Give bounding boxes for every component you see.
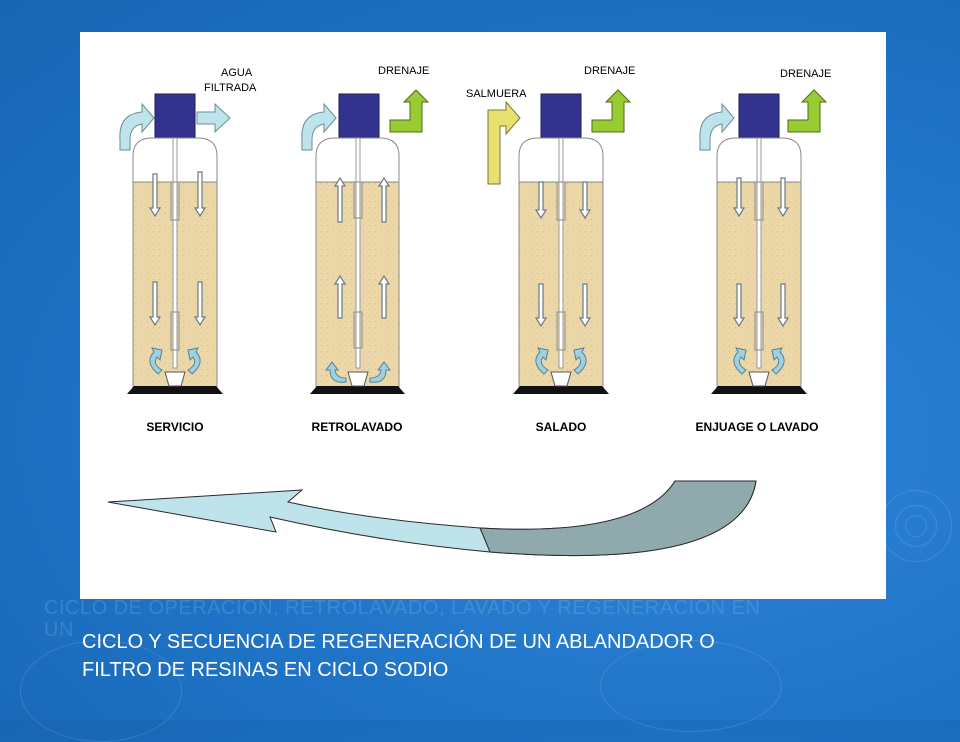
flow-arrows [333, 176, 391, 349]
slide-caption: CICLO Y SECUENCIA DE REGENERACIÓN DE UN … [82, 628, 862, 684]
label-drenaje: DRENAJE [378, 65, 429, 77]
flow-arrows [732, 177, 790, 351]
brine-arrow-icon [487, 100, 521, 185]
swirl-arrows [535, 347, 587, 375]
column-servicio: AGUA FILTRADA SERVICIO [119, 67, 257, 434]
column-salado: SALMUERA DRENAJE SALADO [466, 65, 635, 434]
label-agua: AGUA [221, 67, 253, 79]
swirl-arrows [733, 347, 785, 375]
drain-arrow-icon [389, 89, 430, 133]
water-ripple [905, 515, 927, 537]
softener-cycle-diagram: AGUA FILTRADA SERVICIO DRENAJE RETROLAVA… [107, 65, 832, 557]
label-salmuera: SALMUERA [466, 88, 527, 100]
label-drenaje: DRENAJE [584, 65, 635, 77]
caption-line: CICLO Y SECUENCIA DE REGENERACIÓN DE UN … [82, 631, 715, 653]
stage-label-retrolavado: RETROLAVADO [312, 420, 403, 434]
riser-tube [172, 137, 178, 369]
valve-head [738, 93, 780, 139]
tank-base [513, 386, 609, 394]
label-filtrada: FILTRADA [204, 82, 257, 94]
swirl-arrows [149, 347, 201, 375]
drain-arrow-icon [787, 89, 828, 133]
swirl-arrows [325, 361, 391, 383]
riser-tube [756, 137, 762, 369]
tank-base [127, 386, 223, 394]
stage-label-servicio: SERVICIO [146, 420, 203, 434]
caption-line: FILTRO DE RESINAS EN CICLO SODIO [82, 659, 449, 681]
inlet-arrow-icon [301, 102, 337, 151]
valve-head [338, 93, 380, 139]
inlet-arrow-icon [119, 102, 155, 151]
drain-arrow-icon [591, 89, 632, 133]
distributor [164, 371, 186, 387]
tank-base [310, 386, 405, 394]
distributor [347, 371, 369, 387]
column-retrolavado: DRENAJE RETROLAVADO [301, 65, 430, 434]
flow-arrows [534, 181, 592, 351]
outlet-arrow-icon [196, 102, 231, 134]
tank-base [711, 386, 807, 394]
stage-label-enjuague: ENJUAGE O LAVADO [696, 420, 819, 434]
distributor [748, 371, 770, 387]
watermark-line: UN [44, 619, 74, 641]
riser-tube [355, 137, 361, 369]
water-ripple [895, 505, 937, 547]
stage-label-salado: SALADO [536, 420, 587, 434]
inlet-arrow-icon [699, 102, 735, 151]
distributor [550, 371, 572, 387]
label-drenaje: DRENAJE [780, 68, 831, 80]
flow-arrows [148, 171, 207, 351]
cycle-return-arrow [107, 480, 757, 557]
diagram-panel: AGUA FILTRADA SERVICIO DRENAJE RETROLAVA… [80, 32, 886, 599]
valve-head [154, 93, 196, 139]
background-watermark-text: CICLO DE OPERACIÓN, RETROLAVADO, LAVADO … [44, 597, 894, 641]
riser-tube [558, 137, 564, 369]
watermark-line: CICLO DE OPERACIÓN, RETROLAVADO, LAVADO … [44, 597, 761, 619]
column-enjuague: DRENAJE ENJUAGE O LAVADO [696, 68, 832, 434]
valve-head [540, 93, 582, 139]
